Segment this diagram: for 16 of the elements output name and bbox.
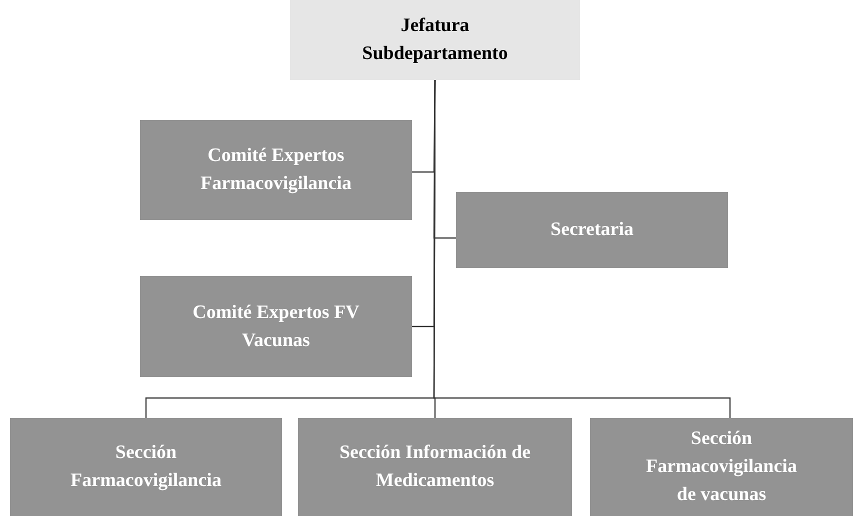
unit-box: [298, 418, 572, 516]
unit-box: [140, 120, 412, 220]
head-box: [290, 0, 580, 80]
box-label: Comité Expertos Farmacovigilancia: [200, 144, 352, 196]
unit-box: [456, 192, 728, 268]
box-label: Sección Farmacovigilancia: [70, 441, 222, 493]
unit-box: [10, 418, 282, 516]
box-label: Jefatura: [400, 14, 470, 38]
box-label: Sección Información de Medicamentos: [338, 441, 532, 493]
unit-box: [140, 276, 412, 377]
box-label: Comité Expertos FV Vacunas: [192, 300, 360, 352]
box-label: Secretaria: [550, 218, 634, 242]
connector-line: [433, 80, 731, 418]
unit-box: [590, 418, 853, 516]
box-label: Sección Farmacovigilancia de vacunas: [645, 427, 798, 507]
box-label: Subdepartamento: [362, 42, 508, 66]
